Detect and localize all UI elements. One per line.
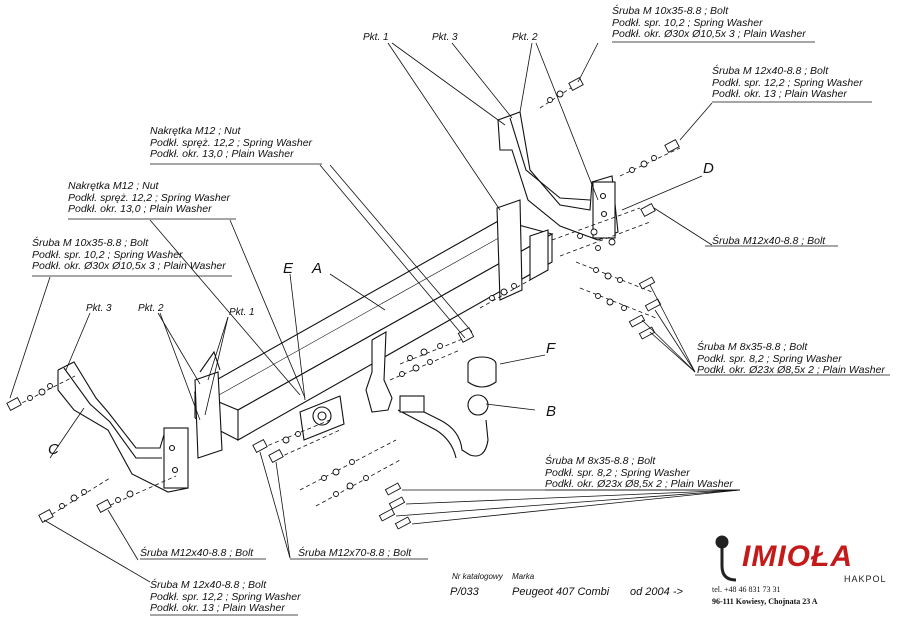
point-label-top-1: Pkt. 1 xyxy=(363,32,389,43)
label-bottom-m12x70: Śruba M12x70-8.8 ; Bolt xyxy=(298,547,412,559)
catalog-model: Peugeot 407 Combi xyxy=(512,586,610,598)
label-left-bolt-10x35: Śruba M 10x35-8.8 ; Bolt Podkł. spr. 10,… xyxy=(32,237,226,272)
logo-emblem xyxy=(715,535,737,582)
catalog-nr-value: P/033 xyxy=(450,586,479,598)
ball-cover xyxy=(467,356,497,388)
label-bottom-bolt-set: Śruba M 12x40-8.8 ; Bolt Podkł. spr. 12,… xyxy=(150,579,301,614)
label-right-m8x35: Śruba M 8x35-8.8 ; Bolt Podkł. spr. 8,2 … xyxy=(697,341,885,376)
brand-logo: IMIOŁA HAKPOL xyxy=(712,536,888,606)
point-label-left-1: Pkt. 1 xyxy=(229,307,255,318)
point-label-top-2: Pkt. 2 xyxy=(512,32,538,43)
label-nut-left: Nakrętka M12 ; Nut Podkł. spręż. 12,2 ; … xyxy=(68,180,231,215)
catalog-nr-label: Nr katalogowy xyxy=(452,572,503,581)
label-center-m8x35: Śruba M 8x35-8.8 ; Bolt Podkł. spr. 8,2 … xyxy=(545,455,733,490)
part-letter-b: B xyxy=(546,403,557,420)
brand-sub: HAKPOL xyxy=(844,574,887,584)
label-underlines xyxy=(32,41,890,616)
left-side-bracket xyxy=(57,361,189,493)
part-letter-a: A xyxy=(312,260,323,277)
part-letter-f: F xyxy=(546,340,556,357)
washers xyxy=(27,90,657,509)
label-bottom-m12x40: Śruba M12x40-8.8 ; Bolt xyxy=(140,547,254,559)
catalog-marka-label: Marka xyxy=(512,572,535,581)
tow-ball xyxy=(397,394,489,459)
point-label-top-3: Pkt. 3 xyxy=(432,32,458,43)
socket-plate xyxy=(299,395,345,441)
catalog-years: od 2004 -> xyxy=(630,586,683,598)
bolts xyxy=(6,77,680,530)
part-letter-c: C xyxy=(48,441,59,458)
brand-phone: tel. +48 46 831 73 31 xyxy=(712,585,781,594)
label-right-bolt-12x40: Śruba M 12x40-8.8 ; Bolt Podkł. spr. 12,… xyxy=(712,65,863,100)
bolt-lines xyxy=(15,81,681,519)
leader-lines xyxy=(9,42,741,583)
right-side-bracket xyxy=(497,111,619,241)
point-label-left-2: Pkt. 2 xyxy=(138,303,164,314)
part-letter-e: E xyxy=(283,260,294,277)
brand-address: 96-111 Kowiesy, Chojnata 23 A xyxy=(712,597,818,606)
label-top-right-bolt: Śruba M 10x35-8.8 ; Bolt Podkł. spr. 10,… xyxy=(612,5,806,40)
point-label-left-3: Pkt. 3 xyxy=(86,303,112,314)
label-nut-top: Nakrętka M12 ; Nut Podkł. spręż. 12,2 ; … xyxy=(150,125,313,160)
part-letter-d: D xyxy=(703,160,714,177)
label-right-m12x40: Śruba M12x40-8.8 ; Bolt xyxy=(712,235,826,247)
brand-name: IMIOŁA xyxy=(742,540,853,573)
